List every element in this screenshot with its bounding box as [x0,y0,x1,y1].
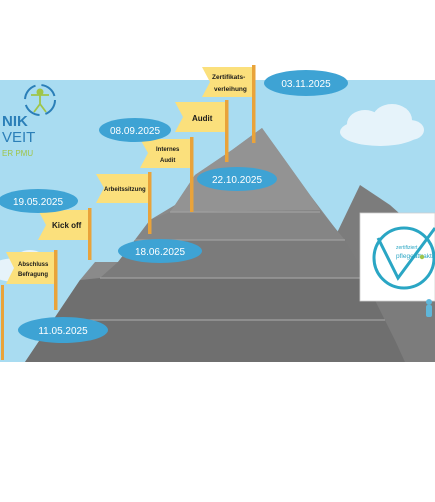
logo-line-1: NIK [2,113,28,130]
flag-arbeitssitzung-label: Arbeitssitzung [104,187,146,193]
flag-pole-internes-audit [190,137,194,212]
logo-line-3: ER PMU [2,149,33,158]
flag-pole-abschluss [54,250,58,310]
certification-badge: zertifiziert pflegeattraktiv [359,212,435,302]
climber-figure-icon [426,299,432,317]
cloud-right [340,104,424,146]
flag-audit-label: Audit [192,114,213,123]
flag-zertifikatsverleihung: Zertifikats- verleihung [202,67,252,97]
flag-pole-left-edge [1,285,4,360]
flag-kick-off: Kick off [38,210,88,240]
flag-pole-arbeitssitzung [148,172,152,234]
date-bubble-08-09: 08.09.2025 [99,118,171,142]
badge-line-1: zertifiziert [396,245,418,251]
flag-internes-audit-line-2: Audit [160,158,175,164]
flag-abschluss-line-2: Befragung [18,272,48,278]
mountain-band-middle [135,210,345,240]
date-11-05-text: 11.05.2025 [38,326,88,337]
logo-figure-icon [24,84,56,116]
badge-circle-icon [372,226,435,290]
badge-dot-icon [419,254,425,260]
date-bubble-03-11: 03.11.2025 [264,70,348,96]
date-08-09-text: 08.09.2025 [110,126,160,137]
date-19-05-text: 19.05.2025 [13,197,63,208]
date-bubble-18-06: 18.06.2025 [118,239,202,263]
flag-abschluss-befragung: Abschluss Befragung [6,252,54,284]
flag-zertifikat-line-2: verleihung [214,86,247,93]
date-22-10-text: 22.10.2025 [212,175,262,186]
flag-zertifikat-line-1: Zertifikats- [212,74,245,81]
flag-poles [1,65,256,360]
date-03-11-text: 03.11.2025 [281,79,331,90]
flag-abschluss-line-1: Abschluss [18,262,49,268]
logo-person-icon [31,88,49,113]
badge-check-icon [376,227,435,281]
date-bubble-22-10: 22.10.2025 [197,167,277,191]
date-bubble-19-05: 19.05.2025 [0,189,78,213]
flag-kickoff-label: Kick off [52,221,82,230]
flag-internes-audit: Internes Audit [140,139,190,168]
flag-internes-audit-line-1: Internes [156,147,180,153]
flag-pole-zertifikat [252,65,256,143]
date-bubble-11-05: 11.05.2025 [18,317,108,343]
date-18-06-text: 18.06.2025 [135,247,185,258]
flag-pole-kickoff [88,208,92,260]
badge-line-2: pflegeattraktiv [396,253,435,260]
logo: NIK VEIT ER PMU [2,84,56,158]
flag-arbeitssitzung: Arbeitssitzung [96,174,148,203]
flag-audit: Audit [175,102,225,132]
logo-line-2: VEIT [2,129,35,146]
flag-pole-audit [225,100,229,162]
